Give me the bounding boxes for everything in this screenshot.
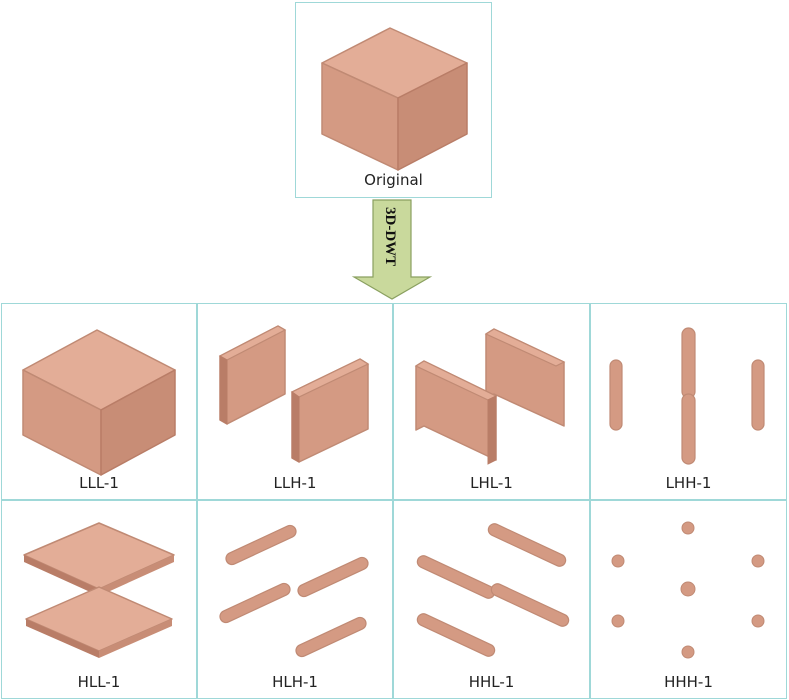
subband-panel-llh-1: LLH-1: [197, 303, 393, 500]
vertical-plates-icon: [414, 328, 566, 465]
subband-panel-lhh-1: LHH-1: [590, 303, 787, 500]
subband-panel-lhl-1: LHL-1: [393, 303, 590, 500]
subband-label-llh-1: LLH-1: [273, 474, 317, 492]
original-label: Original: [364, 171, 423, 189]
original-cube-icon: [321, 27, 468, 171]
dwt-arrow-label: 3D-DWT: [382, 207, 398, 266]
subband-label-hlh-1: HLH-1: [272, 673, 318, 691]
subband-label-lll-1: LLL-1: [79, 474, 119, 492]
horizontal-plates-icon: [23, 522, 175, 658]
diagonal-rods-icon: [416, 523, 570, 657]
subband-label-hhl-1: HHL-1: [468, 673, 515, 691]
dwt-arrow: 3D-DWT: [350, 199, 440, 301]
original-panel: Original: [295, 2, 492, 198]
cube-shape-icon: [22, 329, 176, 476]
subband-label-lhl-1: LHL-1: [470, 474, 513, 492]
spheres-icon: [611, 521, 765, 659]
subband-panel-hhl-1: HHL-1: [393, 500, 590, 699]
subband-label-lhh-1: LHH-1: [665, 474, 712, 492]
subband-panel-hll-1: HLL-1: [1, 500, 197, 699]
subband-panel-hlh-1: HLH-1: [197, 500, 393, 699]
subband-panel-lll-1: LLL-1: [1, 303, 197, 500]
vertical-plates-icon: [218, 325, 370, 463]
subband-panel-hhh-1: HHH-1: [590, 500, 787, 699]
subband-label-hll-1: HLL-1: [77, 673, 121, 691]
subband-label-hhh-1: HHH-1: [664, 673, 713, 691]
diagonal-rods-icon: [219, 524, 369, 658]
vertical-rods-icon: [609, 327, 765, 465]
